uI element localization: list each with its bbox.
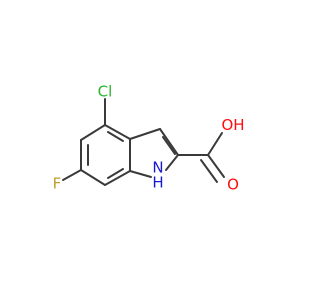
bond-c2-n1 [165,154,179,171]
hydroxyl-hydrogen-label: H [233,116,244,134]
structure-drawing: Cl F O OH N H [53,83,245,194]
bond-c3a-c4 [104,124,131,140]
bond-c3-c2 [159,128,179,156]
molecule-canvas: Cl F O OH N H [53,83,245,194]
fluorine-atom-label: F [53,175,62,193]
bond-c3a-c3 [129,128,161,140]
nitrogen-atom-label: N [152,159,163,177]
bond-c3a-c4-inner [107,131,124,142]
carbonyl-oxygen-label: O [227,176,239,194]
nitrogen-hydrogen-label: H [152,174,163,192]
bond-c6-c7 [80,169,106,186]
bond-n1-c7a [129,170,152,178]
bond-c7-c7a [104,170,131,186]
bond-ccooh-oh [207,132,223,156]
hydroxyl-oxygen-label: O [221,116,233,134]
bond-ccooh-o-2 [200,159,218,183]
bond-c7-c7a-inner [107,168,124,179]
bond-c4-c5 [80,124,106,141]
bond-c6-f [62,169,82,181]
bond-c3-c2-inner [162,136,176,155]
bond-layer [62,98,225,186]
bond-ccooh-o-1 [207,154,225,178]
hydroxyl-label: OH [221,116,244,134]
chlorine-atom-label: Cl [98,83,113,101]
